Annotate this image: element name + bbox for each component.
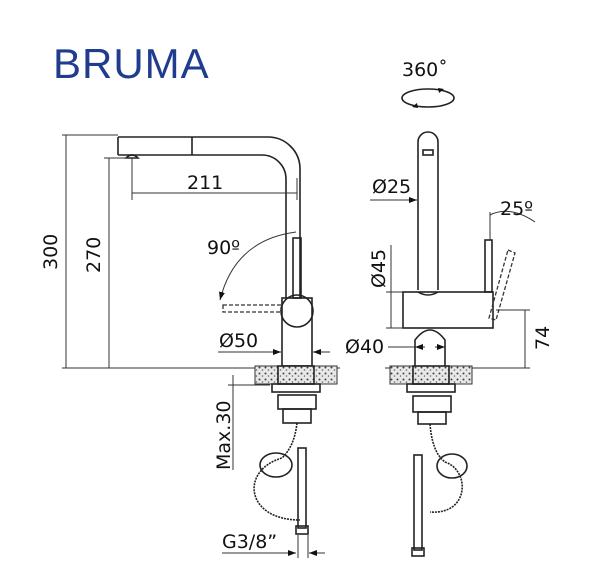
aerator-icon: [124, 154, 140, 159]
side-view: 300 270 211 90º Ø50 Max.30 G3/8”: [40, 134, 340, 558]
dim-swivel: 360˚: [402, 59, 448, 81]
dim-body-diameter-front: Ø45: [368, 249, 390, 288]
dim-base-diameter: Ø40: [345, 336, 384, 358]
brand-logo: BRUMA: [53, 40, 210, 87]
spout-outline: [118, 136, 301, 298]
dim-spout-reach: 211: [187, 172, 223, 194]
hose-front: [429, 423, 463, 513]
rotation-icon: [401, 88, 455, 108]
handle-knob: [280, 294, 314, 328]
dim-handle-tilt: 25º: [500, 198, 533, 220]
dim-spout-diameter: Ø25: [372, 176, 411, 198]
countertop-section: [254, 365, 338, 385]
hose: [253, 422, 301, 521]
dim-connection: G3/8”: [222, 531, 277, 553]
body-front: [402, 291, 494, 329]
dim-body-diameter: Ø50: [219, 330, 258, 352]
dim-spout-height: 270: [83, 237, 105, 273]
handle-rotated-dashed: [222, 304, 282, 313]
dim-max-thickness: Max.30: [213, 401, 235, 471]
dim-handle-rotation: 90º: [207, 237, 240, 259]
front-view: 360˚: [345, 59, 554, 557]
countertop-section-front: [389, 365, 473, 385]
spout-front: [417, 131, 439, 290]
handle-tilted-dashed: [488, 249, 516, 321]
dim-total-height: 300: [40, 234, 62, 270]
dim-handle-height: 74: [532, 326, 554, 350]
